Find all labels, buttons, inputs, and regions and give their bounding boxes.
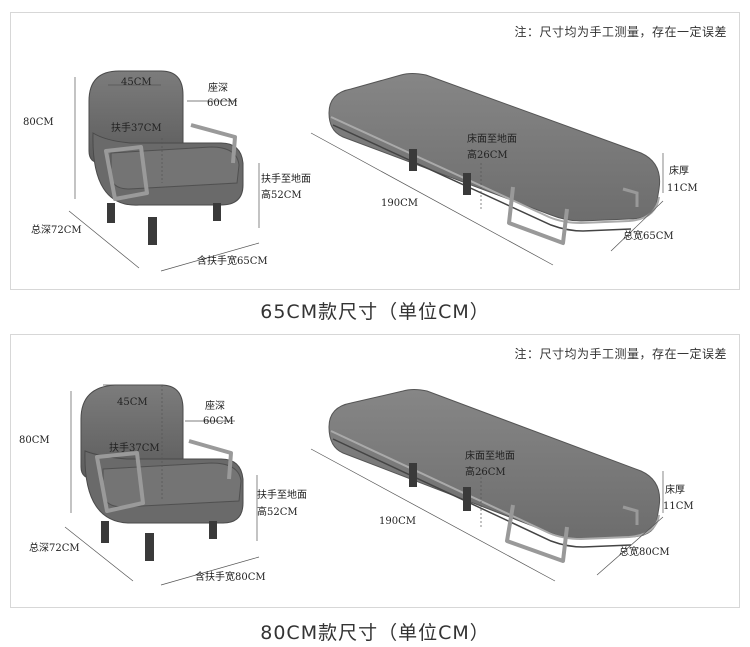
product-illustration <box>68 70 664 272</box>
seat-depth-title: 座深 <box>205 401 225 412</box>
chair-height-label: 80CM <box>19 435 50 446</box>
arm-to-floor-title: 扶手至地面 <box>257 490 307 501</box>
dimension-panel-65: 注：尺寸均为手工测量，存在一定误差 45CM 80CM 座深 60CM 扶手37… <box>10 12 740 290</box>
product-illustration <box>64 384 664 586</box>
armrest-label: 扶手37CM <box>109 443 160 454</box>
sofa-chair-drawing <box>80 384 244 561</box>
bed-length-label: 190CM <box>381 198 418 209</box>
bed-thickness-label: 11CM <box>663 501 694 512</box>
arm-to-floor-label: 高52CM <box>257 507 298 518</box>
bed-dimension-lines <box>310 132 664 266</box>
back-width-label: 45CM <box>121 77 152 88</box>
back-width-label: 45CM <box>117 397 148 408</box>
arm-to-floor-title: 扶手至地面 <box>261 174 311 185</box>
arm-to-floor-label: 高52CM <box>261 190 302 201</box>
total-depth-label: 总深72CM <box>31 225 82 236</box>
measurement-note: 注：尺寸均为手工测量，存在一定误差 <box>514 25 727 39</box>
bed-thickness-title: 床厚 <box>669 166 689 177</box>
chair-dimension-lines <box>68 77 260 272</box>
bed-total-width-label: 总宽65CM <box>623 231 674 242</box>
bed-dimension-lines <box>310 448 664 582</box>
armrest-label: 扶手37CM <box>111 123 162 134</box>
bed-surface-height-label: 高26CM <box>465 467 506 478</box>
bed-surface-height-label: 高26CM <box>467 150 508 161</box>
width-with-arms-label: 含扶手宽65CM <box>197 256 268 267</box>
bed-total-width-label: 总宽80CM <box>619 547 670 558</box>
bed-surface-title: 床面至地面 <box>467 134 517 145</box>
sofa-bed-drawing <box>328 389 661 563</box>
chair-height-label: 80CM <box>23 117 54 128</box>
dimension-panel-80: 注：尺寸均为手工测量，存在一定误差 45CM 80CM 座深 60CM 扶手37… <box>10 334 740 608</box>
width-with-arms-label: 含扶手宽80CM <box>195 572 266 583</box>
bed-surface-title: 床面至地面 <box>465 451 515 462</box>
chair-dimension-lines <box>64 384 260 586</box>
measurement-note: 注：尺寸均为手工测量，存在一定误差 <box>514 347 727 361</box>
bed-thickness-label: 11CM <box>667 183 698 194</box>
section-caption-65: 65CM款尺寸（单位CM） <box>260 301 490 323</box>
seat-depth-label: 60CM <box>207 98 238 109</box>
total-depth-label: 总深72CM <box>29 543 80 554</box>
bed-thickness-title: 床厚 <box>665 485 685 496</box>
seat-depth-title: 座深 <box>208 83 228 94</box>
sofa-chair-drawing <box>88 70 244 245</box>
section-caption-80: 80CM款尺寸（单位CM） <box>260 622 490 644</box>
seat-depth-label: 60CM <box>203 416 234 427</box>
bed-length-label: 190CM <box>379 516 416 527</box>
